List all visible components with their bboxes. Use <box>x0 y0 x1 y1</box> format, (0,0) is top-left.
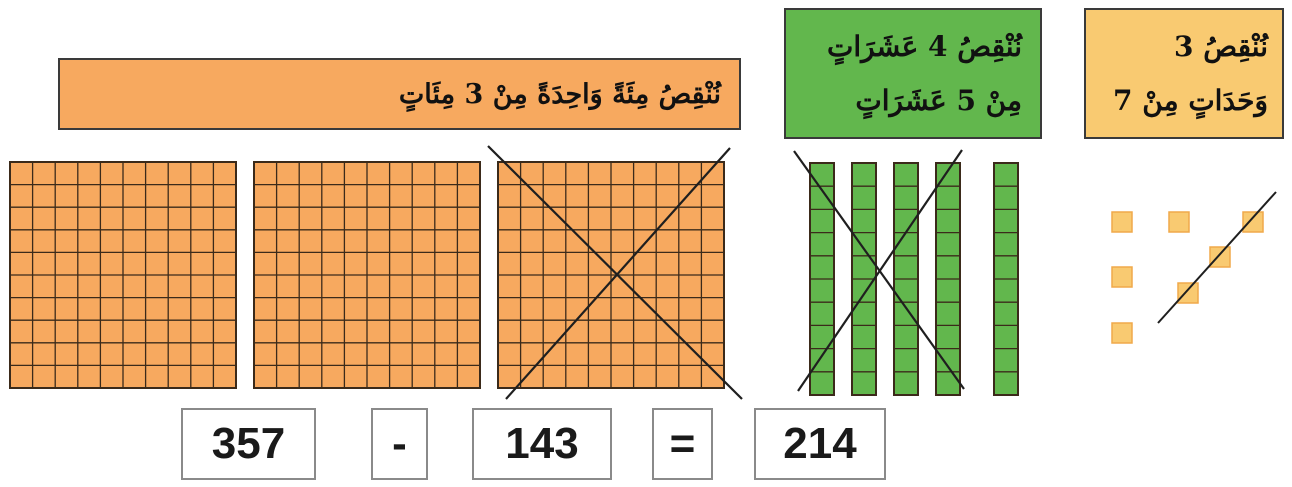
hundred-flat <box>488 146 742 399</box>
one-unit <box>1178 283 1198 303</box>
ten-rod <box>936 163 960 395</box>
hundred-flat <box>254 162 480 388</box>
subtrahend-box: 143 <box>472 408 612 480</box>
ten-rod <box>994 163 1018 395</box>
hundred-flat <box>10 162 236 388</box>
one-unit <box>1210 247 1230 267</box>
ten-rod <box>810 163 834 395</box>
tens-rods-group <box>794 150 1018 395</box>
ten-rod <box>852 163 876 395</box>
base-ten-blocks-diagram <box>0 0 1292 405</box>
subtrahend-value: 143 <box>505 419 578 469</box>
one-unit <box>1169 212 1189 232</box>
result-box: 214 <box>754 408 886 480</box>
result-value: 214 <box>783 419 856 469</box>
equals-operator: = <box>670 419 696 469</box>
minuend-box: 357 <box>181 408 316 480</box>
one-unit <box>1243 212 1263 232</box>
ones-units-group <box>1112 192 1276 343</box>
one-unit <box>1112 267 1132 287</box>
one-unit <box>1112 323 1132 343</box>
ten-rod <box>894 163 918 395</box>
minus-operator: - <box>392 419 407 469</box>
minus-operator-box: - <box>371 408 428 480</box>
one-unit <box>1112 212 1132 232</box>
equals-operator-box: = <box>652 408 713 480</box>
minuend-value: 357 <box>212 419 285 469</box>
hundreds-blocks-group <box>10 146 742 399</box>
